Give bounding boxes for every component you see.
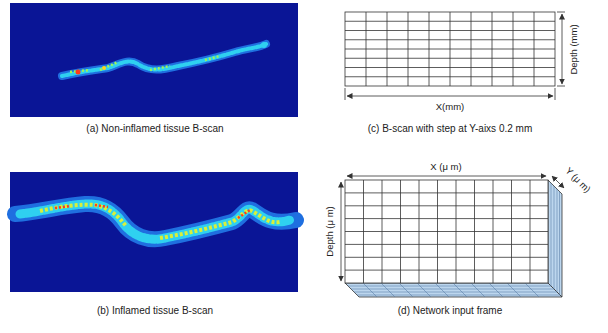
bscan-image (10, 172, 298, 292)
axis-label: Depth (mm) (569, 23, 580, 75)
panel-caption: (c) B-scan with step at Y-aixs 0.2 mm (368, 123, 533, 135)
axis-label: Y (μ m) (563, 165, 593, 195)
bscan-image (10, 3, 298, 117)
axis-label: X(mm) (436, 102, 465, 113)
axis-label: Depth (μ m) (325, 206, 336, 256)
panel-caption: (b) Inflamed tissue B-scan (97, 305, 213, 317)
panel-caption: (a) Non-inflamed tissue B-scan (86, 123, 223, 135)
frame-stack (341, 176, 564, 297)
panel-caption: (d) Network input frame (398, 305, 502, 317)
bscan-grid (345, 12, 565, 100)
axis-label: X (μ m) (430, 162, 461, 173)
